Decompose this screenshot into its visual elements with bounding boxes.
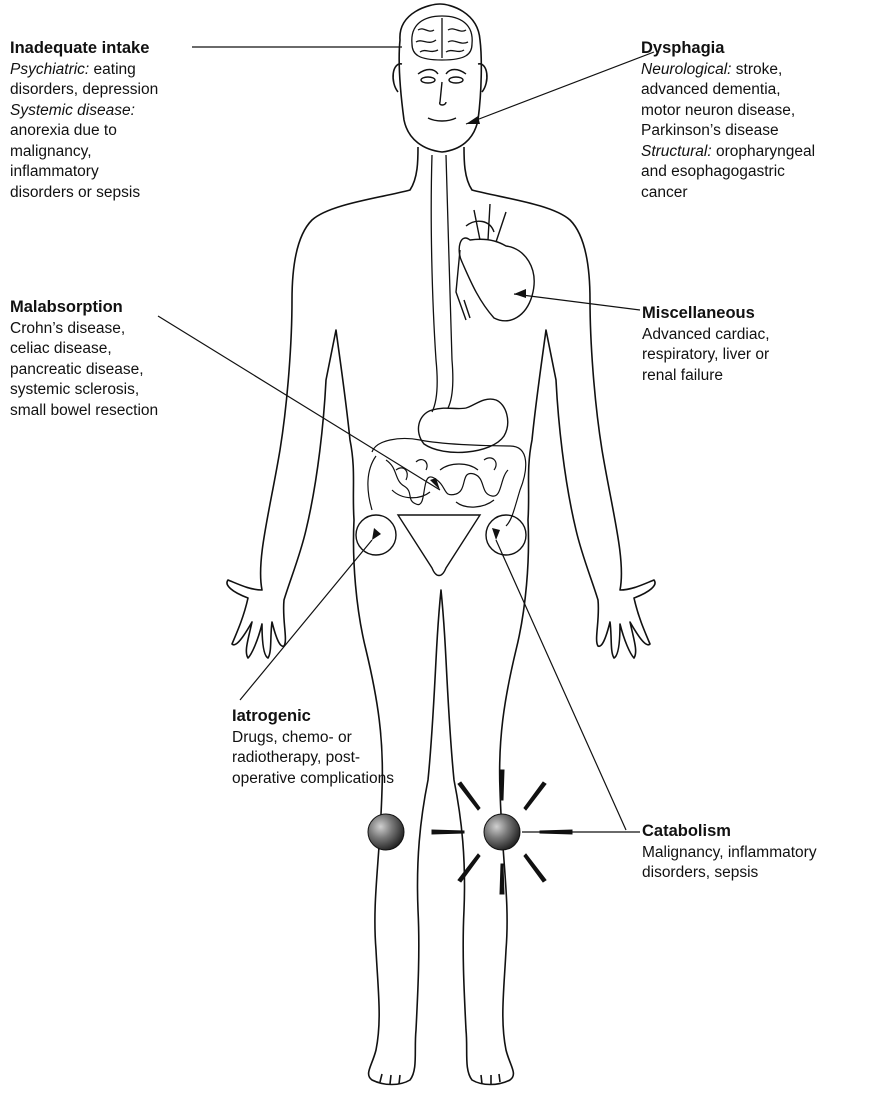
dysphagia-text: oropharyngeal [712, 143, 815, 160]
inadequate-intake-line: Psychiatric: eating [10, 60, 158, 81]
arrowheads [372, 116, 526, 540]
malabsorption-text: systemic sclerosis, [10, 381, 139, 398]
iatrogenic-line: radiotherapy, post- [232, 748, 394, 769]
dysphagia-category: Neurological: [641, 61, 731, 78]
catabolism-text: Malignancy, inflammatory [642, 844, 817, 861]
malabsorption-label: Malabsorption Crohn’s disease, celiac dis… [10, 297, 158, 421]
inadequate-intake-category: Systemic disease: [10, 102, 135, 119]
human-body-outline-icon [227, 4, 655, 1085]
dysphagia-text: advanced dementia, [641, 81, 781, 98]
malabsorption-line: celiac disease, [10, 339, 158, 360]
miscellaneous-text: respiratory, liver or [642, 346, 769, 363]
dysphagia-line: and esophagogastric [641, 162, 815, 183]
leader-miscellaneous [514, 294, 640, 310]
brain-icon [412, 16, 472, 60]
miscellaneous-heading: Miscellaneous [642, 303, 770, 324]
inadequate-intake-text: anorexia due to [10, 122, 117, 139]
dysphagia-category: Structural: [641, 143, 712, 160]
esophagus-icon [431, 155, 453, 412]
miscellaneous-label: Miscellaneous Advanced cardiac, respirato… [642, 303, 770, 386]
inadequate-intake-heading: Inadequate intake [10, 38, 158, 59]
miscellaneous-line: respiratory, liver or [642, 345, 770, 366]
inadequate-intake-line: disorders, depression [10, 80, 158, 101]
miscellaneous-line: renal failure [642, 366, 770, 387]
dysphagia-text: stroke, [731, 61, 782, 78]
malabsorption-line: small bowel resection [10, 401, 158, 422]
catabolism-heading: Catabolism [642, 821, 817, 842]
dysphagia-text: and esophagogastric [641, 163, 785, 180]
miscellaneous-text: renal failure [642, 367, 723, 384]
inadequate-intake-text: inflammatory [10, 163, 99, 180]
inadequate-intake-line: anorexia due to [10, 121, 158, 142]
leader-malabsorption [158, 316, 440, 490]
iatrogenic-heading: Iatrogenic [232, 706, 394, 727]
face-icon [418, 70, 466, 122]
malabsorption-text: small bowel resection [10, 402, 158, 419]
malabsorption-text: Crohn’s disease, [10, 320, 125, 337]
dysphagia-text: cancer [641, 184, 688, 201]
malabsorption-heading: Malabsorption [10, 297, 158, 318]
dysphagia-line: Structural: oropharyngeal [641, 142, 815, 163]
catabolism-line: Malignancy, inflammatory [642, 843, 817, 864]
catabolism-line: disorders, sepsis [642, 863, 817, 884]
dysphagia-line: motor neuron disease, [641, 101, 815, 122]
iatrogenic-label: Iatrogenic Drugs, chemo- or radiotherapy,… [232, 706, 394, 789]
inadequate-intake-line: malignancy, [10, 142, 158, 163]
inadequate-intake-line: inflammatory [10, 162, 158, 183]
dysphagia-heading: Dysphagia [641, 38, 815, 59]
miscellaneous-line: Advanced cardiac, [642, 325, 770, 346]
inadequate-intake-text: eating [89, 61, 136, 78]
leader-iatrogenic [240, 540, 372, 700]
inadequate-intake-text: disorders, depression [10, 81, 158, 98]
iatrogenic-line: operative complications [232, 769, 394, 790]
pelvis-icon [356, 515, 526, 576]
catabolism-text: disorders, sepsis [642, 864, 758, 881]
leader-dysphagia [466, 52, 654, 124]
iatrogenic-text: operative complications [232, 770, 394, 787]
inadequate-intake-text: malignancy, [10, 143, 92, 160]
dysphagia-line: Parkinson’s disease [641, 121, 815, 142]
inadequate-intake-line: Systemic disease: [10, 101, 158, 122]
malabsorption-line: systemic sclerosis, [10, 380, 158, 401]
malabsorption-text: pancreatic disease, [10, 361, 144, 378]
inadequate-intake-text: disorders or sepsis [10, 184, 140, 201]
iatrogenic-line: Drugs, chemo- or [232, 728, 394, 749]
inadequate-intake-line: disorders or sepsis [10, 183, 158, 204]
heart-icon [456, 204, 534, 321]
dysphagia-line: Neurological: stroke, [641, 60, 815, 81]
miscellaneous-text: Advanced cardiac, [642, 326, 770, 343]
dysphagia-line: cancer [641, 183, 815, 204]
leader-catabolism-hip [496, 540, 626, 830]
dysphagia-label: Dysphagia Neurological: stroke,advanced … [641, 38, 815, 203]
malabsorption-line: Crohn’s disease, [10, 319, 158, 340]
dysphagia-line: advanced dementia, [641, 80, 815, 101]
iatrogenic-text: Drugs, chemo- or [232, 729, 352, 746]
dysphagia-text: motor neuron disease, [641, 102, 795, 119]
dysphagia-text: Parkinson’s disease [641, 122, 779, 139]
iatrogenic-text: radiotherapy, post- [232, 749, 360, 766]
malabsorption-line: pancreatic disease, [10, 360, 158, 381]
catabolism-label: Catabolism Malignancy, inflammatory disor… [642, 821, 817, 884]
inadequate-intake-category: Psychiatric: [10, 61, 89, 78]
malabsorption-text: celiac disease, [10, 340, 112, 357]
